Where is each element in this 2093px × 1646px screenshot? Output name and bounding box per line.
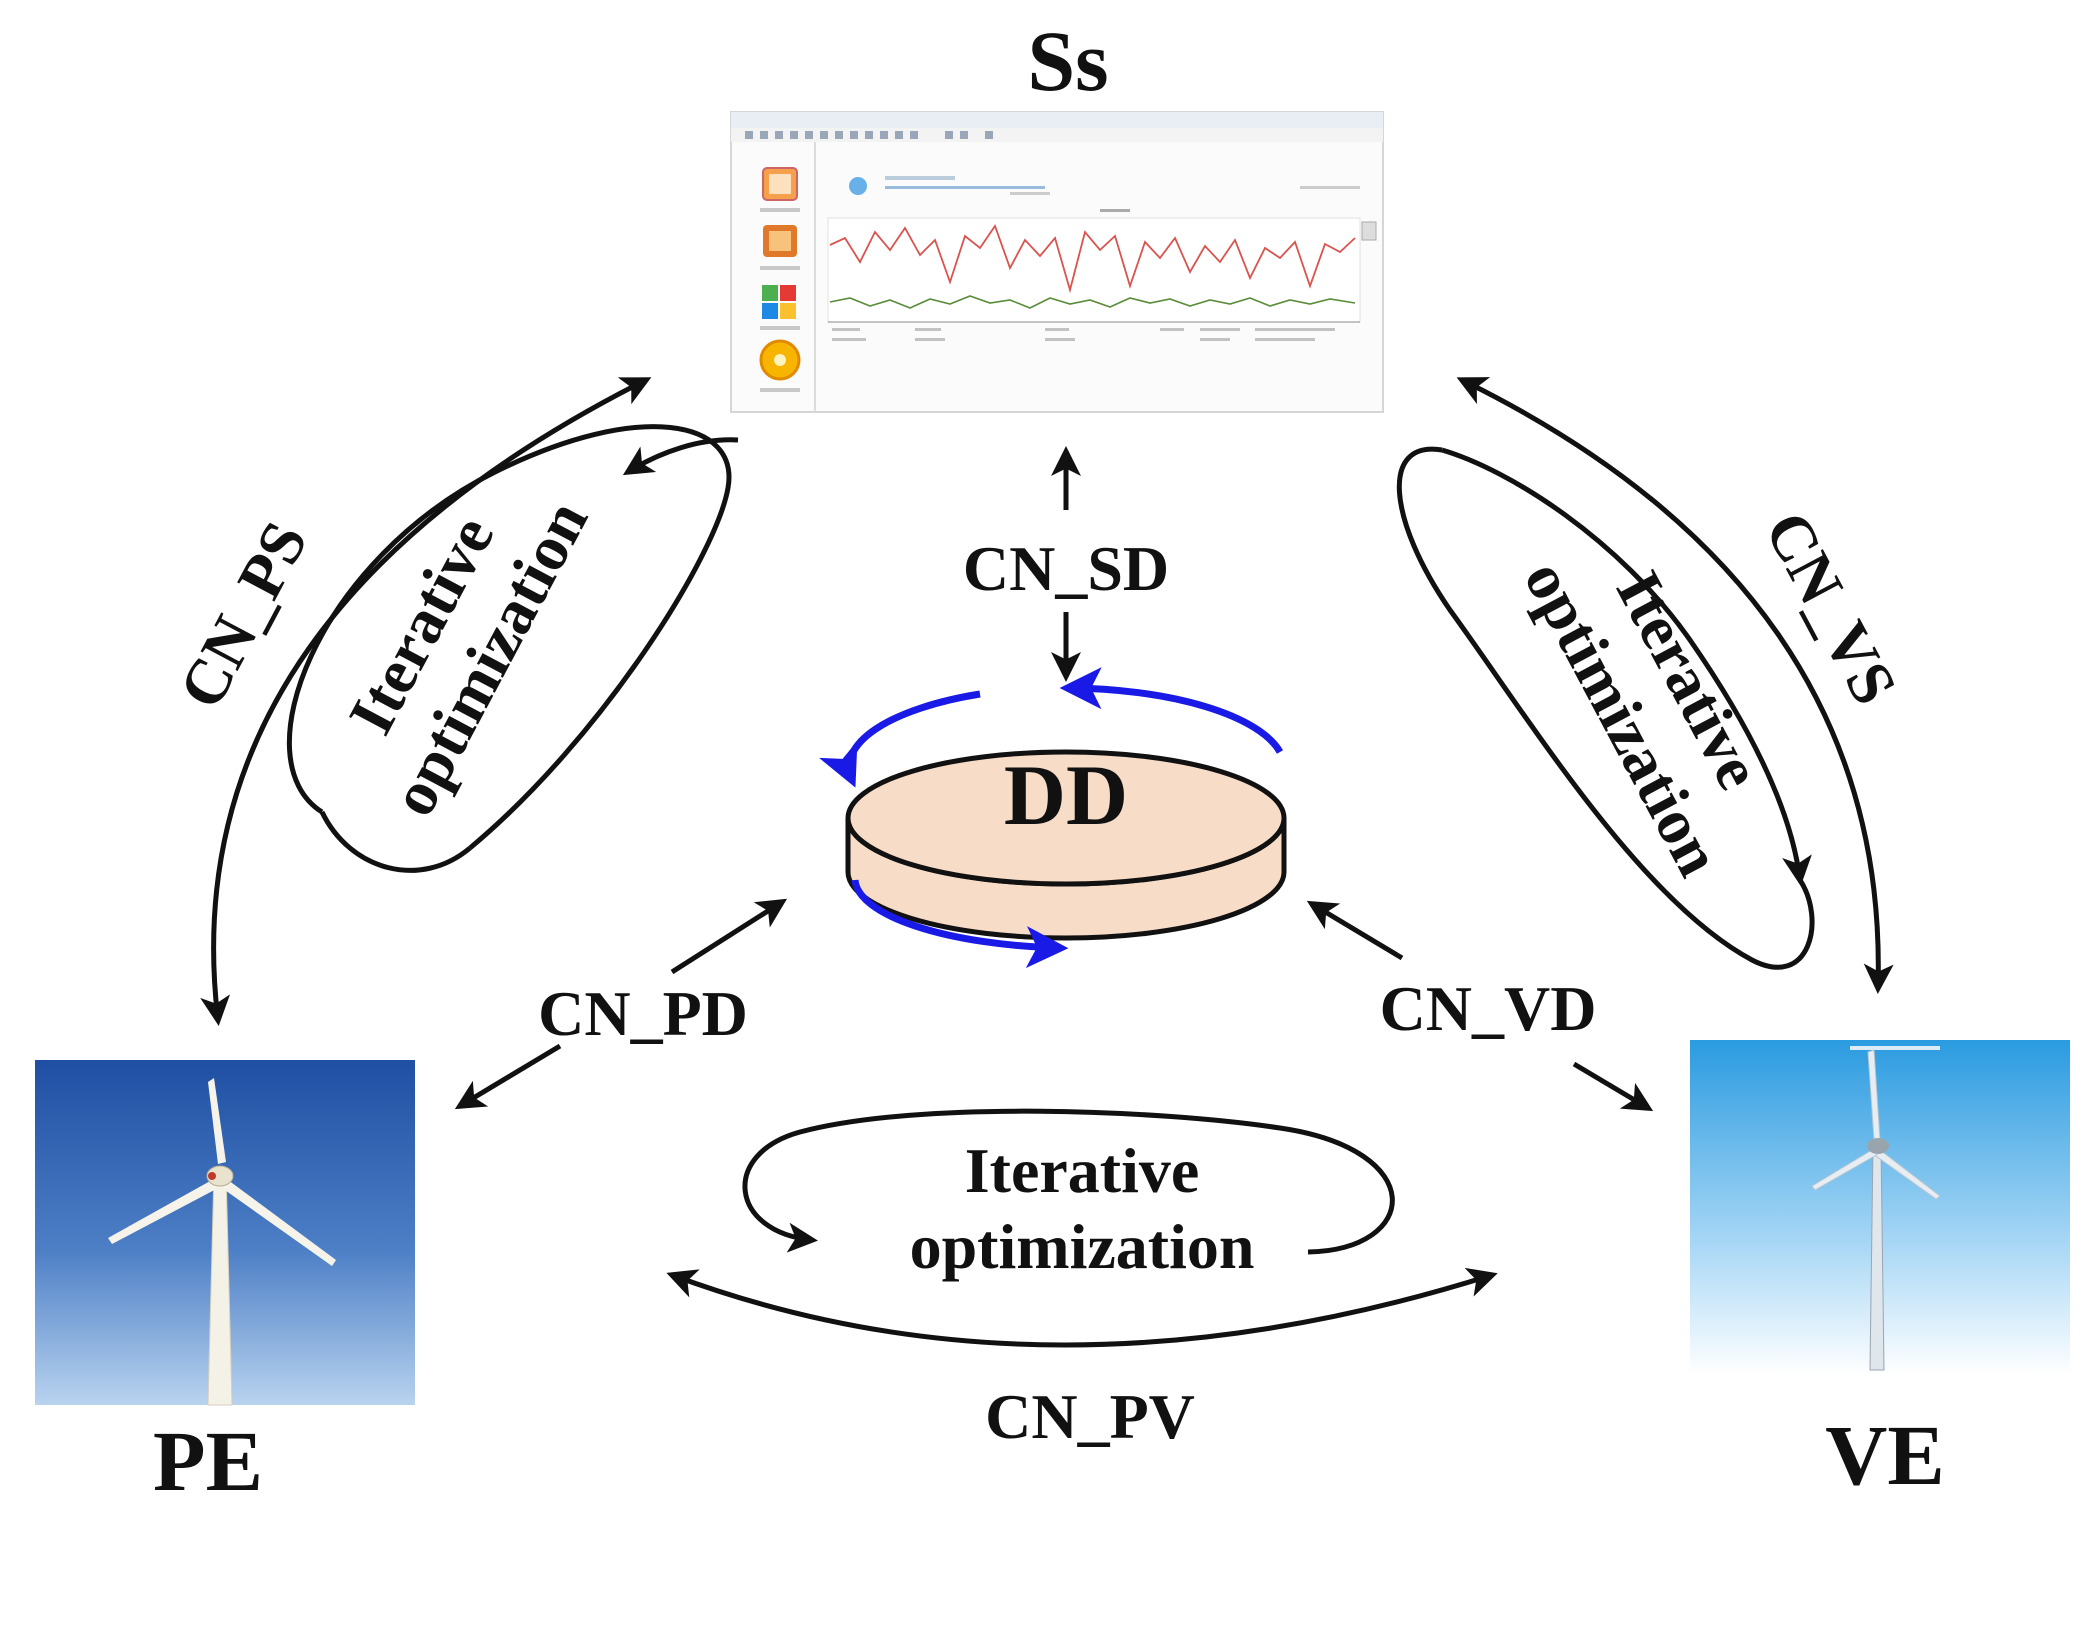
dd-label: DD — [1004, 747, 1128, 843]
iterative-loop-left: Iterative optimization — [286, 424, 739, 873]
cn-pv-arrow — [666, 1267, 1498, 1348]
iterative-loop-bottom: Iterative optimization — [742, 1108, 1395, 1282]
cn-vs-arrow — [1456, 377, 1894, 994]
cn-vd-arrow-down — [1572, 1061, 1654, 1112]
cn-pv-label: CN_PV — [985, 1381, 1195, 1452]
wind-turbine-icon — [35, 1060, 415, 1406]
cn-pd-label: CN_PD — [538, 978, 748, 1049]
database-disk-icon — [819, 667, 1287, 969]
loop-bottom-line1: Iterative — [965, 1135, 1200, 1206]
software-screenshot-icon — [730, 111, 1384, 413]
iterative-loop-right: Iterative optimization — [1396, 446, 1815, 970]
cn-sd-label: CN_SD — [963, 533, 1169, 604]
ss-label: Ss — [1027, 13, 1108, 109]
loop-bottom-line2: optimization — [910, 1211, 1255, 1282]
pe-label: PE — [153, 1413, 263, 1509]
wind-turbine-icon — [1690, 1040, 2070, 1375]
ve-label: VE — [1825, 1407, 1944, 1503]
cn-vd-label: CN_VD — [1380, 973, 1597, 1044]
cn-pd-arrow-up — [670, 898, 788, 975]
cn-vs-label: CN_VS — [1751, 500, 1911, 715]
cn-vd-arrow-up — [1306, 900, 1404, 961]
cn-pd-arrow-down — [454, 1043, 562, 1110]
cn-ps-arrow — [200, 377, 652, 1026]
